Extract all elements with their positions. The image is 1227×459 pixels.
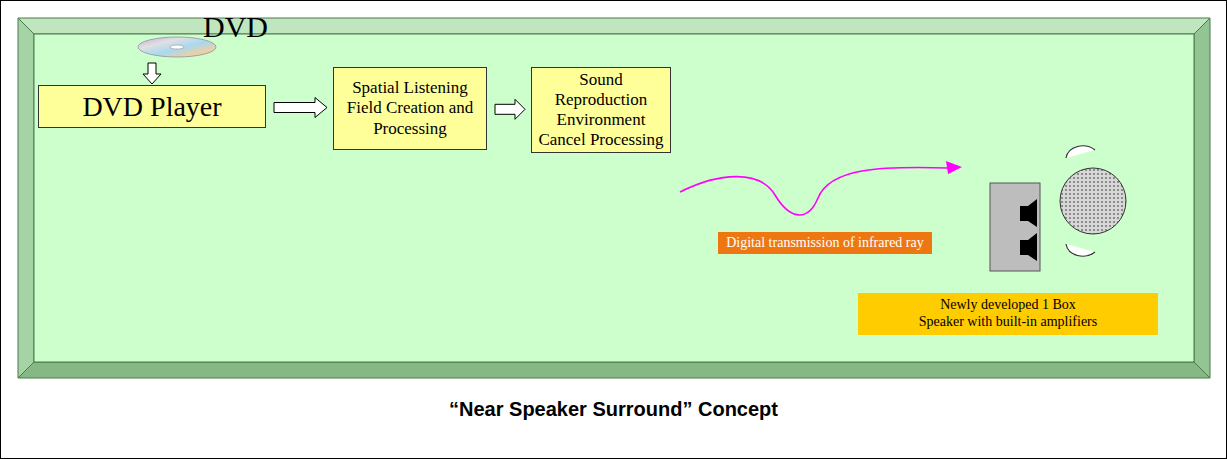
media-label: DVD xyxy=(203,12,268,42)
transmission-band: Digital transmission of infrared ray xyxy=(718,232,932,254)
node-text: Spatial Listening Field Creation and Pro… xyxy=(338,78,482,138)
node-text: Sound Reproduction Environment Cancel Pr… xyxy=(535,70,667,150)
node-text: Newly developed 1 Box Speaker with built… xyxy=(864,297,1152,330)
process-box: Spatial Listening Field Creation and Pro… xyxy=(333,67,487,150)
product-band: Newly developed 1 Box Speaker with built… xyxy=(858,293,1158,335)
process-box: DVD Player xyxy=(38,85,266,128)
figure-caption: “Near Speaker Surround” Concept xyxy=(0,398,1227,421)
node-text: Digital transmission of infrared ray xyxy=(726,235,924,252)
flow-arrow xyxy=(495,99,525,119)
flow-arrow xyxy=(274,98,327,118)
node-text: DVD Player xyxy=(82,90,221,123)
process-box: Sound Reproduction Environment Cancel Pr… xyxy=(531,67,671,153)
